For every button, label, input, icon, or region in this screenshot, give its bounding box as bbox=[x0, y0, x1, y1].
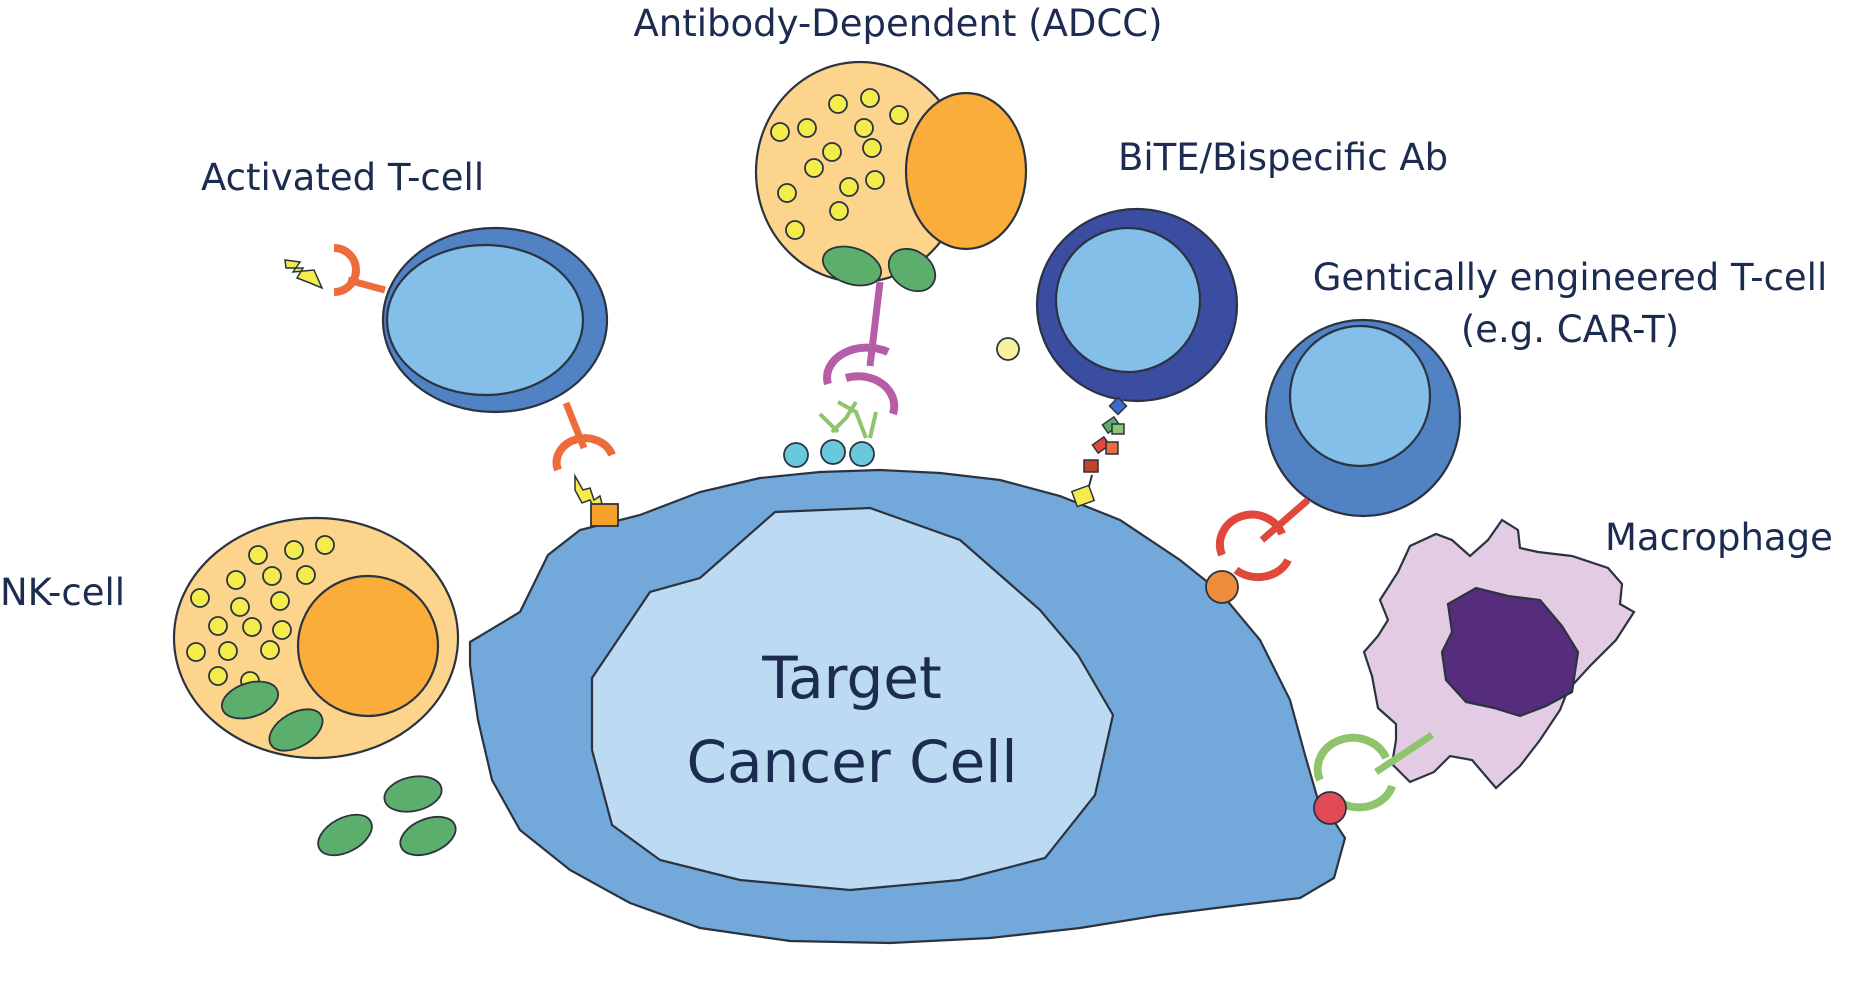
bite-t-cell bbox=[1035, 207, 1239, 508]
activated-t-cell-nucleus bbox=[385, 243, 585, 397]
nk-cell-label: NK-cell bbox=[0, 571, 125, 614]
macrophage-nucleus bbox=[1440, 586, 1580, 718]
car-receptor bbox=[1216, 497, 1311, 582]
adcc-effector-cell bbox=[754, 60, 1028, 468]
adcc-label: Antibody-Dependent (ADCC) bbox=[633, 2, 1162, 45]
adcc-fc-receptor bbox=[823, 281, 899, 416]
adcc-cell-granules bbox=[770, 88, 909, 240]
macrophage-antigen bbox=[1313, 791, 1347, 825]
target-cell-nucleus bbox=[590, 506, 1115, 892]
adcc-cell-green-granules bbox=[822, 245, 937, 293]
bite-label: BiTE/Bispecific Ab bbox=[1118, 136, 1448, 179]
target-label-line1: Target bbox=[761, 644, 941, 712]
nk-cell-green-granules bbox=[221, 680, 324, 752]
macrophage-label: Macrophage bbox=[1605, 516, 1833, 559]
adcc-antigens bbox=[783, 439, 875, 468]
nk-cell-granules bbox=[186, 535, 335, 691]
car-t-antigen bbox=[1205, 570, 1239, 604]
car-t-label-line1: Gentically engineered T-cell bbox=[1313, 256, 1828, 299]
bispecific-antibody bbox=[1070, 396, 1128, 508]
released-green-granules bbox=[317, 775, 457, 857]
nk-cell bbox=[172, 516, 460, 760]
adcc-antibody bbox=[818, 400, 878, 439]
activated-t-cell-left-receptor bbox=[284, 244, 386, 296]
activated-t-cell-bottom-receptor bbox=[552, 401, 619, 527]
target-cancer-cell: Target Cancer Cell bbox=[468, 468, 1347, 945]
activated-t-cell-label: Activated T-cell bbox=[201, 156, 484, 199]
adcc-cell-nucleus bbox=[904, 91, 1028, 251]
macrophage bbox=[1313, 518, 1636, 825]
car-t-label-line2: (e.g. CAR-T) bbox=[1461, 308, 1679, 351]
car-t-cell-nucleus bbox=[1288, 324, 1432, 468]
released-granule bbox=[996, 337, 1020, 361]
car-t-cell bbox=[1205, 318, 1462, 604]
bite-t-cell-nucleus bbox=[1054, 226, 1202, 374]
nk-cell-nucleus bbox=[296, 574, 440, 718]
activated-t-cell bbox=[284, 226, 619, 527]
target-label-line2: Cancer Cell bbox=[686, 728, 1017, 796]
